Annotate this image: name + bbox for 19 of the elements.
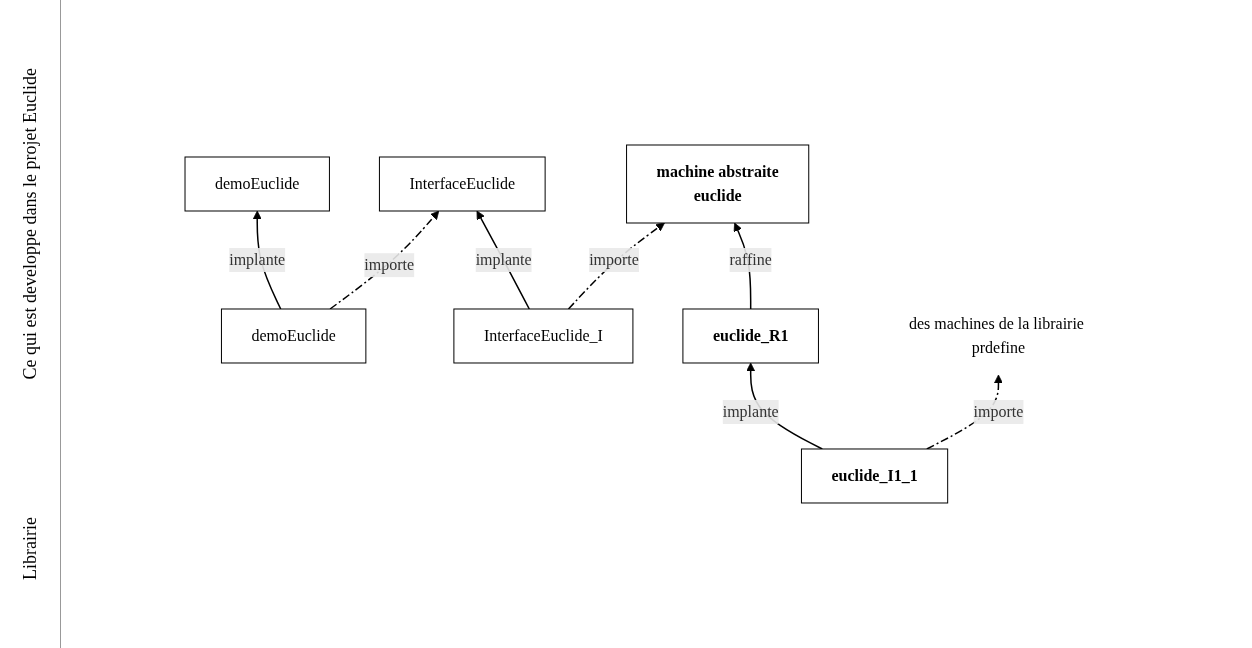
node-box: demoEuclide	[220, 308, 367, 364]
edge-label: implante	[229, 251, 285, 268]
arrow	[329, 210, 439, 310]
arrow	[567, 222, 665, 310]
edge-label: implante	[475, 251, 532, 268]
node-box: InterfaceEuclide_I	[453, 308, 634, 364]
node-box: euclide_R1	[682, 308, 819, 364]
side-label: Librairie	[19, 516, 41, 580]
node-box: euclide_I1_1	[800, 448, 948, 504]
side-label: Ce qui est developpe dans le projet Euclide	[19, 68, 41, 380]
edge-label: implante	[722, 402, 779, 420]
node-text: des machines de la librairie prdefine	[908, 314, 1084, 356]
node-box: InterfaceEuclide	[378, 156, 546, 212]
node-box: machine abstraite euclide	[625, 144, 809, 224]
edge-label: importe	[364, 256, 414, 274]
edge-label: importe	[588, 251, 639, 268]
edge-label: importe	[973, 402, 1024, 420]
node-box: demoEuclide	[184, 156, 330, 212]
edge-label: raffine	[729, 251, 772, 268]
